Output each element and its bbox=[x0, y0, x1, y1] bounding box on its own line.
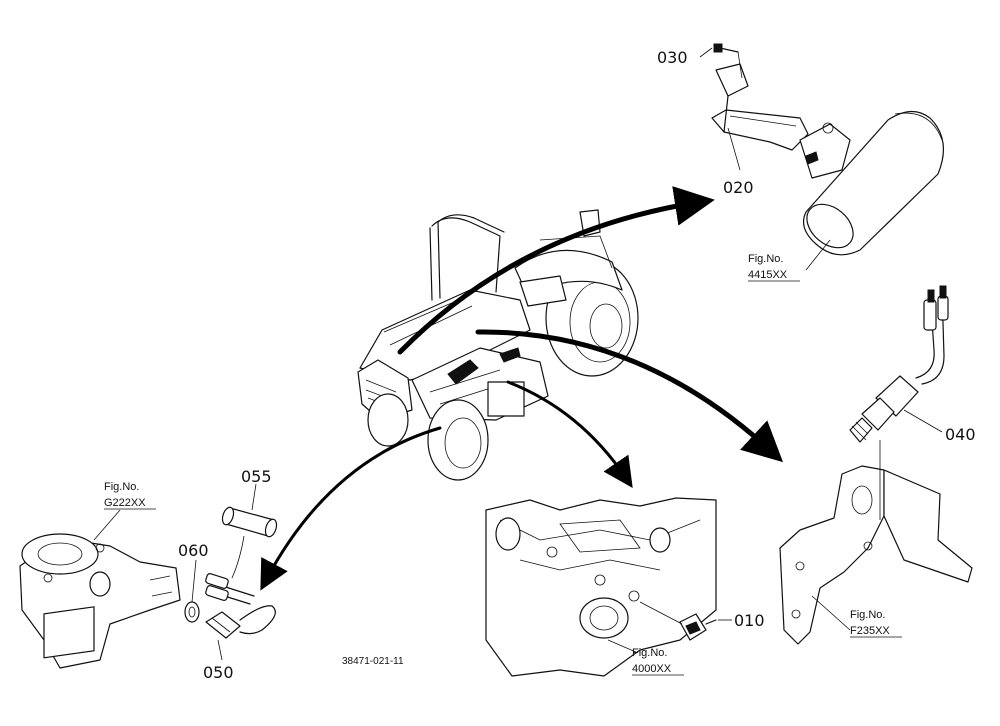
fig-label-4000: Fig.No. bbox=[632, 647, 667, 659]
part-label-060: 060 bbox=[178, 541, 209, 560]
fig-label-g222: Fig.No. bbox=[104, 481, 139, 493]
fig-label-4415: Fig.No. bbox=[748, 253, 783, 265]
part-label-055: 055 bbox=[241, 467, 272, 486]
housing-sensor-assembly: 055 060 050 Fig.No. G222XX bbox=[19, 467, 278, 682]
fig-code-4000: 4000XX bbox=[632, 663, 672, 675]
part-label-050: 050 bbox=[203, 663, 234, 682]
switch-bracket-assembly: 040 Fig.No. F235XX bbox=[779, 285, 976, 645]
fig-label-f235: Fig.No. bbox=[850, 609, 885, 621]
engine-block-assembly: 010 Fig.No. 4000XX bbox=[485, 497, 765, 677]
part-label-010: 010 bbox=[734, 611, 765, 630]
fig-code-f235: F235XX bbox=[850, 625, 890, 637]
part-label-020: 020 bbox=[723, 178, 754, 197]
relay-assembly: 030 020 Fig.No. 4415XX bbox=[657, 43, 944, 282]
diagram-code: 38471-021-11 bbox=[342, 656, 404, 667]
part-label-040: 040 bbox=[945, 425, 976, 444]
fig-code-4415: 4415XX bbox=[748, 269, 788, 281]
fig-code-g222: G222XX bbox=[104, 497, 146, 509]
callout-arrows bbox=[260, 186, 784, 591]
part-label-030: 030 bbox=[657, 48, 688, 67]
tractor-illustration bbox=[357, 209, 639, 481]
